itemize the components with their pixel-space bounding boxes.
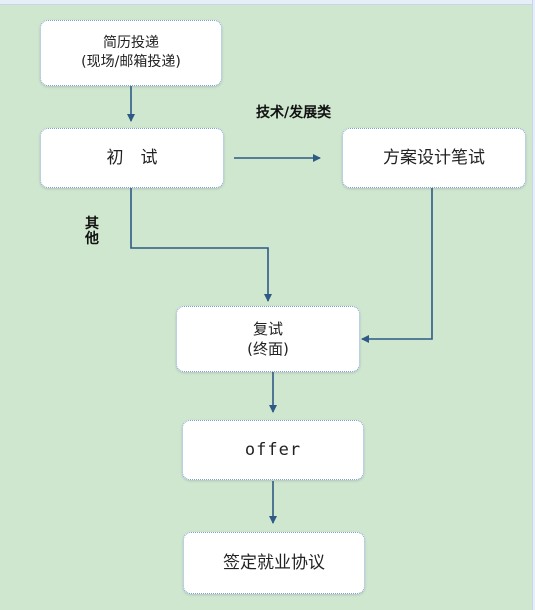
arrow-written-to-reexam <box>361 188 433 343</box>
reexam-title: 复试 <box>252 319 283 338</box>
reexam-subtitle: (终面) <box>247 340 289 358</box>
first-interview-label: 初 试 <box>106 147 158 168</box>
contract-node: 签定就业协议 <box>183 532 365 594</box>
right-border <box>532 0 535 610</box>
offer-label: offer <box>244 439 302 460</box>
first-interview-node: 初 试 <box>40 128 224 188</box>
written-test-label: 方案设计笔试 <box>383 147 485 168</box>
resume-title: 简历投递 <box>103 35 159 52</box>
other-edge-label: 其他 <box>85 216 99 247</box>
written-test-node: 方案设计笔试 <box>342 128 526 188</box>
tech-edge-label: 技术/发展类 <box>256 105 332 121</box>
contract-label: 签定就业协议 <box>223 552 325 573</box>
offer-node: offer <box>182 420 364 480</box>
resume-subtitle: (现场/邮箱投递) <box>81 54 181 70</box>
resume-node: 简历投递 (现场/邮箱投递) <box>40 20 222 86</box>
top-border <box>0 0 535 5</box>
reexam-node: 复试 (终面) <box>176 306 360 372</box>
arrow-first-to-reexam <box>130 188 272 302</box>
